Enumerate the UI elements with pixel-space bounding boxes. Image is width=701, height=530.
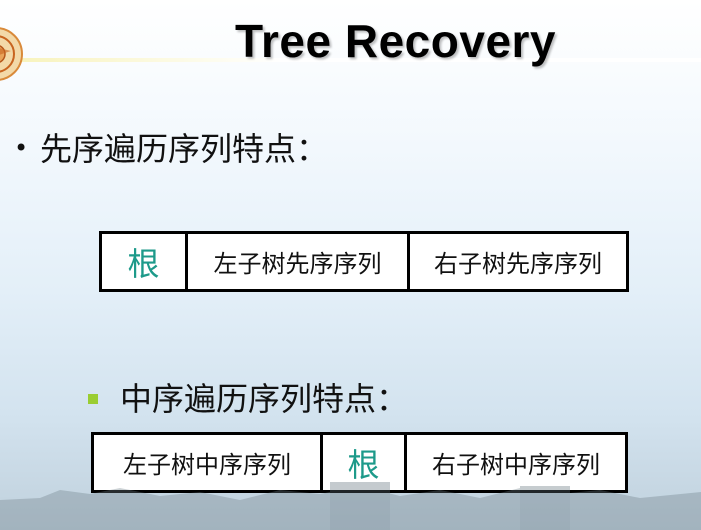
slide-title: Tree Recovery bbox=[234, 15, 557, 67]
inorder-sequence-diagram: 左子树中序序列 根 右子树中序序列 bbox=[91, 432, 628, 493]
bullet-dot: • bbox=[14, 134, 29, 162]
preorder-right-subtree-cell: 右子树先序序列 bbox=[407, 234, 626, 289]
campus-skyline-background bbox=[0, 482, 701, 530]
inorder-heading: 中序遍历序列特点： bbox=[120, 380, 409, 418]
inorder-root-cell: 根 bbox=[320, 435, 404, 490]
preorder-left-subtree-cell: 左子树先序序列 bbox=[185, 234, 407, 289]
preorder-bullet: • 先序遍历序列特点： bbox=[14, 124, 328, 170]
inorder-right-subtree-cell: 右子树中序序列 bbox=[404, 435, 625, 490]
preorder-root-cell: 根 bbox=[127, 244, 160, 283]
preorder-sequence-diagram: 根 左子树先序序列 右子树先序序列 bbox=[99, 231, 629, 292]
university-seal-logo bbox=[0, 27, 23, 81]
preorder-heading: 先序遍历序列特点： bbox=[40, 130, 329, 168]
inorder-left-subtree-cell: 左子树中序序列 bbox=[123, 451, 291, 479]
square-bullet-icon bbox=[88, 394, 98, 404]
title-underline bbox=[0, 58, 701, 62]
inorder-bullet: 中序遍历序列特点： bbox=[88, 374, 408, 420]
